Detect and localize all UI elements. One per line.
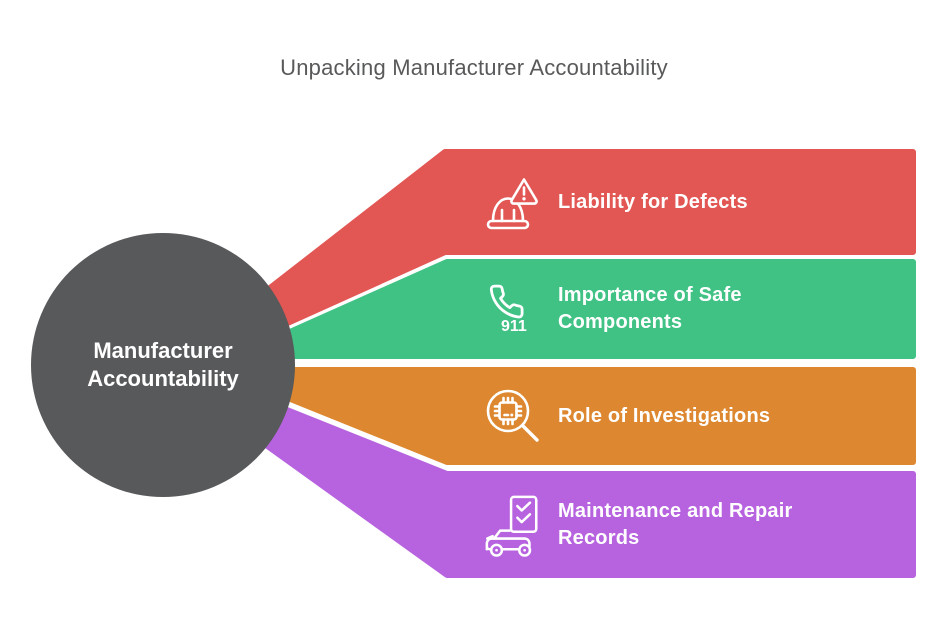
band-row-liability: Liability for Defects: [482, 152, 842, 252]
car-checklist-icon: [482, 492, 544, 558]
band-label-safe-components: Importance of Safe Components: [558, 284, 742, 333]
hard-hat-warning-icon: [482, 173, 544, 231]
band-row-safe-components: 911 Importance of Safe Components: [482, 262, 842, 356]
page-title: Unpacking Manufacturer Accountability: [280, 55, 668, 80]
band-label-liability: Liability for Defects: [558, 190, 748, 213]
band-label-investigations: Role of Investigations: [558, 404, 771, 427]
emergency-call-911-icon: 911: [482, 280, 544, 338]
emergency-number-text: 911: [501, 318, 527, 335]
center-label: Manufacturer Accountability: [87, 338, 239, 391]
center-circle: [31, 233, 295, 497]
chip-magnifier-icon: [482, 385, 544, 447]
band-row-investigations: Role of Investigations: [482, 370, 842, 462]
band-label-maintenance: Maintenance and Repair Records: [558, 499, 793, 549]
band-row-maintenance: Maintenance and Repair Records: [482, 474, 842, 575]
